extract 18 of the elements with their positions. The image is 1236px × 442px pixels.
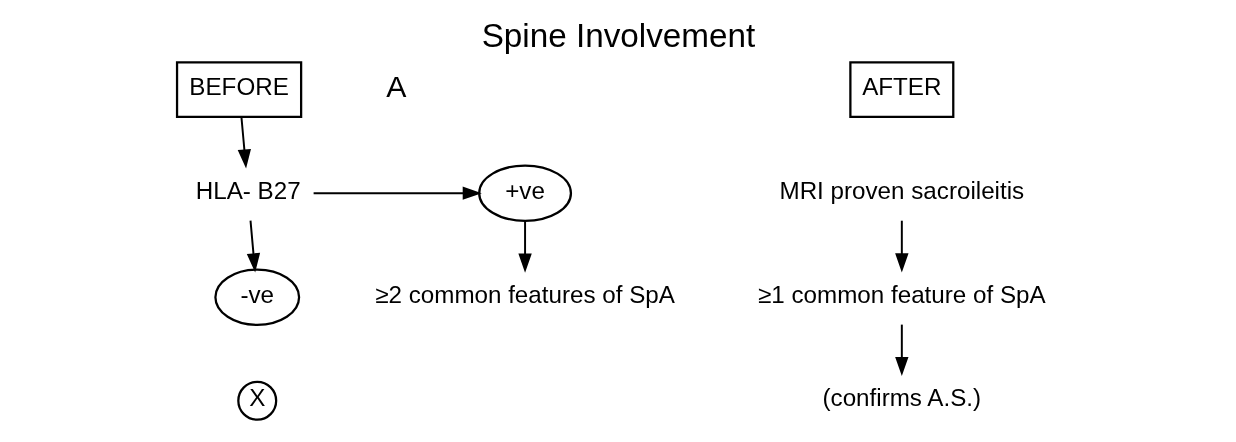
label: A xyxy=(385,70,407,104)
node-ellipse: -ve xyxy=(213,268,300,327)
arrow xyxy=(312,186,482,200)
arrow xyxy=(894,323,908,377)
arrow xyxy=(894,219,908,273)
arrow xyxy=(517,220,532,273)
node-text: (confirms A.S.) xyxy=(822,384,981,412)
node-ellipse: +ve xyxy=(477,164,572,222)
node-box: AFTER xyxy=(848,61,954,119)
node-text: ≥1 common feature of SpA xyxy=(757,280,1046,308)
arrow xyxy=(237,116,251,169)
node-box: BEFORE xyxy=(175,61,302,119)
node-text: ≥2 common features of SpA xyxy=(374,280,675,308)
node-text: MRI proven sacroileitis xyxy=(779,176,1024,204)
arrow xyxy=(246,219,260,273)
diagram-title: Spine Involvement xyxy=(481,16,755,54)
node-text: HLA- B27 xyxy=(195,176,301,204)
node-circle: X xyxy=(236,380,277,421)
